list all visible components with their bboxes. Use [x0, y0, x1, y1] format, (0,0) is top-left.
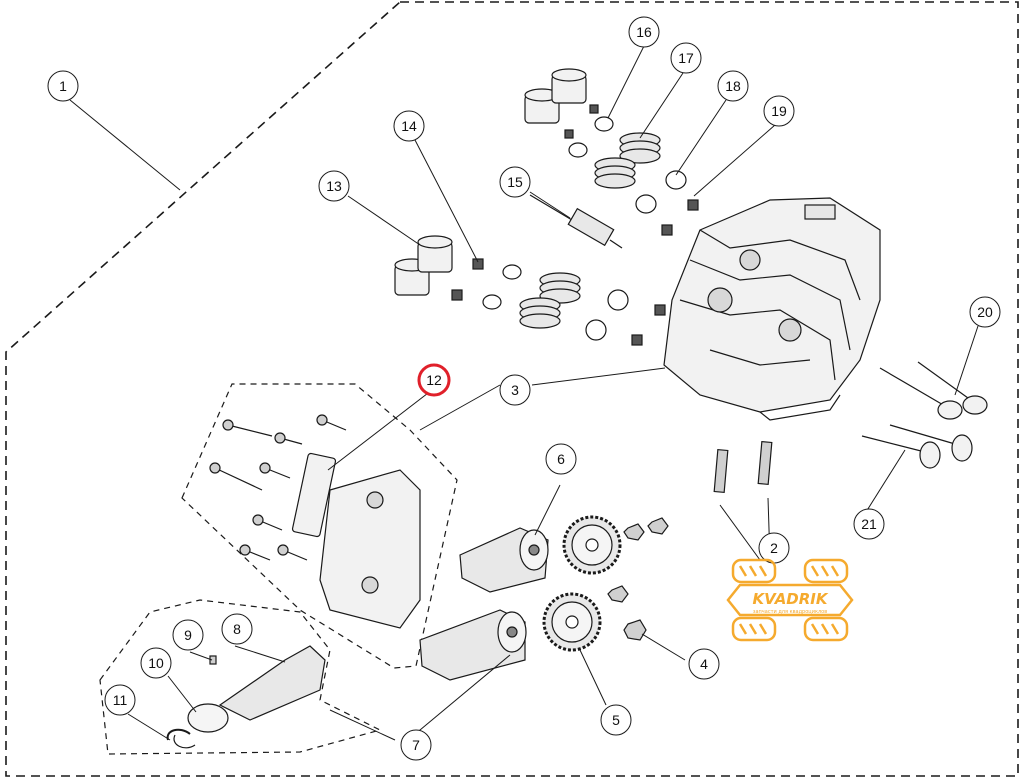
callout-8-label: 8: [233, 621, 241, 637]
callout-16-label: 16: [636, 24, 652, 40]
callout-5-label: 5: [612, 712, 620, 728]
callout-1-label: 1: [59, 78, 67, 94]
sprocket-bolts: [607, 517, 669, 641]
callout-18: 18: [717, 70, 749, 102]
camshaft-holder: [209, 414, 421, 629]
callout-20: 20: [969, 296, 1001, 328]
callout-4-label: 4: [700, 656, 708, 672]
camshafts: [173, 527, 549, 749]
callout-3: 3: [499, 374, 531, 406]
callout-5: 5: [600, 704, 632, 736]
watermark-brand: KVADRIK: [752, 590, 828, 608]
callout-15-label: 15: [507, 174, 523, 190]
subassembly-boundary-7: [99, 599, 382, 755]
callout-19: 19: [763, 95, 795, 127]
tire-tread-icon: [726, 558, 854, 642]
callout-3-label: 3: [511, 382, 519, 398]
callout-11: 11: [104, 684, 136, 716]
callout-13-label: 13: [326, 178, 342, 194]
callout-21-label: 21: [861, 516, 877, 532]
callout-20-label: 20: [977, 304, 993, 320]
callout-8: 8: [221, 613, 253, 645]
cylinder-head: [663, 197, 881, 421]
callout-11-label: 11: [113, 692, 128, 708]
highlight-ring: [417, 363, 451, 397]
callout-4: 4: [688, 648, 720, 680]
small-parts: [166, 655, 217, 741]
callout-9-label: 9: [184, 627, 192, 643]
valve-springs: [451, 104, 699, 346]
studs: [713, 440, 773, 494]
subassembly-boundary-12: [181, 383, 458, 669]
callout-17: 17: [670, 42, 702, 74]
callout-9: 9: [172, 619, 204, 651]
callout-10-label: 10: [148, 655, 164, 671]
callout-6: 6: [545, 443, 577, 475]
assembly-boundary-outer: [5, 1, 1019, 777]
callout-13: 13: [318, 170, 350, 202]
callout-19-label: 19: [771, 103, 787, 119]
cam-sprockets: [542, 515, 622, 652]
callout-10: 10: [140, 647, 172, 679]
callout-18-label: 18: [725, 78, 741, 94]
callout-7-label: 7: [412, 737, 420, 753]
callout-21: 21: [853, 508, 885, 540]
valves: [861, 361, 988, 469]
callout-2-label: 2: [770, 540, 778, 556]
kvadrik-watermark-logo: KVADRIK запчасти для квадроциклов: [726, 558, 854, 642]
callout-12-label: 12: [426, 372, 442, 388]
callout-6-label: 6: [557, 451, 565, 467]
tappets: [394, 68, 587, 296]
watermark-tagline: запчасти для квадроциклов: [753, 609, 827, 615]
callout-2: 2: [758, 532, 790, 564]
callout-14: 14: [393, 110, 425, 142]
callout-17-label: 17: [678, 50, 694, 66]
spark-plug: [529, 194, 623, 249]
callout-16: 16: [628, 16, 660, 48]
leader-lines: [69, 45, 979, 741]
callout-14-label: 14: [401, 118, 417, 134]
callout-1: 1: [47, 70, 79, 102]
callout-7: 7: [400, 729, 432, 761]
callout-15: 15: [499, 166, 531, 198]
callout-12-highlighted: 12: [417, 363, 451, 397]
